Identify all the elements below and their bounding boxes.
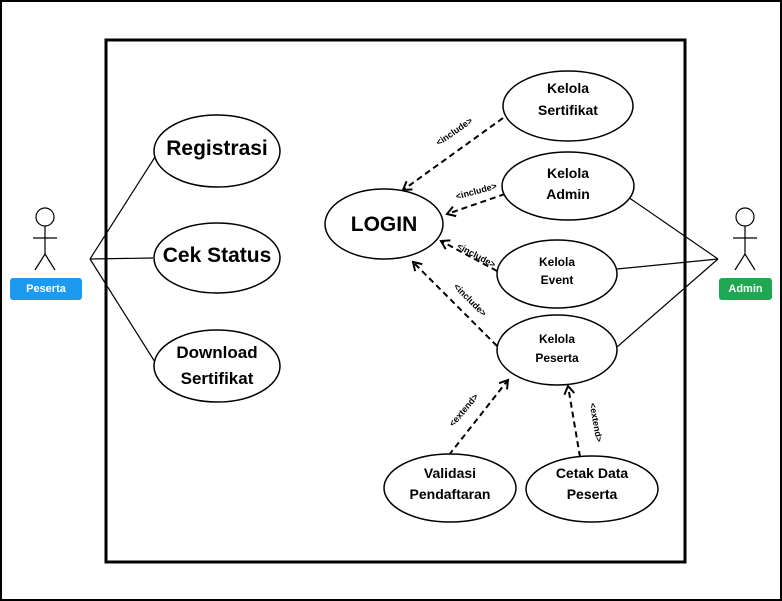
extend-arrow-cetak — [563, 384, 581, 458]
actor-label-admin: Admin — [719, 278, 772, 300]
use-case-kelola-sertifikat[interactable]: Kelola Sertifikat — [502, 70, 634, 142]
include-arrow-event — [439, 239, 498, 272]
use-case-label: Pendaftaran — [410, 486, 491, 502]
use-case-kelola-peserta[interactable]: Kelola Peserta — [496, 314, 618, 386]
extend-label: <extend> — [588, 402, 605, 443]
assoc-peserta-download — [89, 258, 156, 363]
admin-associations — [616, 196, 719, 348]
assoc-admin-kelola-event — [616, 258, 719, 270]
assoc-admin-kelola-admin — [627, 196, 719, 260]
use-case-cek-status[interactable]: Cek Status — [153, 222, 281, 294]
include-arrow-sertifikat — [401, 117, 504, 192]
use-case-label: Event — [541, 273, 574, 287]
use-case-download-sertifikat[interactable]: Download Sertifikat — [153, 329, 281, 403]
use-case-label: Sertifikat — [538, 102, 598, 118]
use-case-kelola-admin[interactable]: Kelola Admin — [501, 151, 635, 221]
use-case-label: Registrasi — [166, 137, 268, 160]
actor-peserta[interactable] — [33, 207, 57, 271]
extend-arrow-validasi — [448, 378, 510, 456]
use-case-label: Admin — [546, 186, 590, 202]
use-case-label: Peserta — [567, 486, 618, 502]
include-arrow-admin — [445, 193, 506, 218]
actor-admin[interactable] — [733, 207, 757, 271]
include-label: <include> — [452, 281, 489, 318]
use-case-label: Validasi — [424, 465, 476, 481]
include-arrow-peserta — [411, 260, 498, 347]
assoc-admin-kelola-peserta — [616, 258, 719, 348]
peserta-associations — [89, 156, 156, 363]
use-case-label: Download — [176, 343, 257, 362]
include-label: <include> — [456, 241, 498, 270]
use-case-label: Kelola — [547, 165, 589, 181]
use-case-registrasi[interactable]: Registrasi — [153, 114, 281, 188]
use-case-kelola-event[interactable]: Kelola Event — [496, 239, 618, 309]
assoc-peserta-registrasi — [89, 156, 156, 260]
use-case-login[interactable]: LOGIN — [324, 188, 444, 260]
use-case-label: Cetak Data — [556, 465, 629, 481]
use-case-label: Kelola — [539, 255, 575, 269]
assoc-peserta-cek-status — [89, 257, 154, 260]
system-boundary — [104, 38, 687, 564]
use-case-label: Sertifikat — [181, 369, 254, 388]
use-case-label: Peserta — [535, 351, 579, 365]
use-case-label: LOGIN — [351, 213, 418, 236]
use-case-cetak-data-peserta[interactable]: Cetak Data Peserta — [525, 455, 659, 523]
actor-label-peserta: Peserta — [10, 278, 82, 300]
use-case-validasi-pendaftaran[interactable]: Validasi Pendaftaran — [383, 453, 517, 523]
use-case-label: Cek Status — [163, 244, 272, 267]
use-case-label: Kelola — [547, 80, 589, 96]
use-case-label: Kelola — [539, 332, 575, 346]
